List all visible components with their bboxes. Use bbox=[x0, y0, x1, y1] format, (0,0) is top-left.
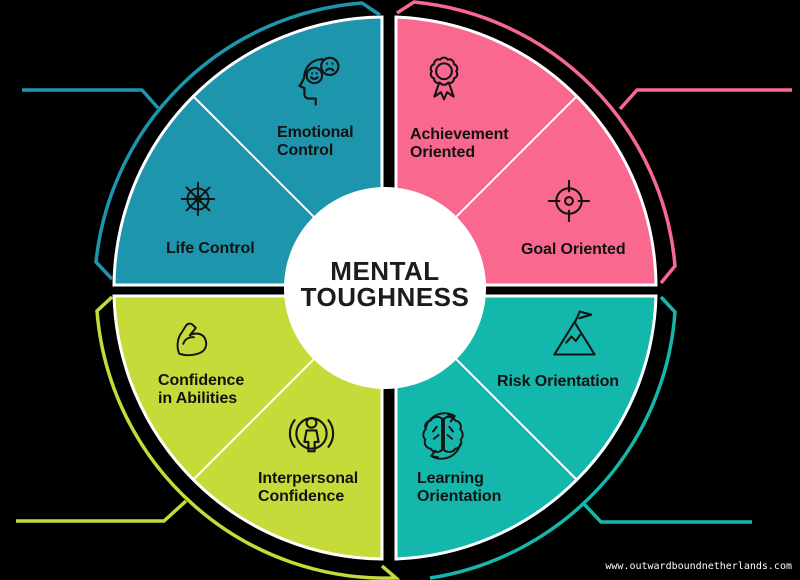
corner-line-top-right bbox=[618, 88, 792, 111]
label-learning-orientation: Learning Orientation bbox=[417, 470, 502, 505]
outer-arc-top-left bbox=[94, 1, 381, 281]
person-in-circle-icon bbox=[288, 416, 335, 453]
flexed-bicep-icon bbox=[176, 322, 208, 357]
outer-arc-bottom-left bbox=[95, 295, 401, 580]
label-life-control: Life Control bbox=[166, 240, 255, 257]
mountain-flag-icon bbox=[553, 310, 596, 356]
award-ribbon-icon bbox=[429, 56, 459, 101]
label-achievement-oriented: Achievement Oriented bbox=[410, 126, 509, 161]
corner-line-top-left bbox=[22, 88, 160, 110]
head-emotions-icon bbox=[298, 56, 340, 106]
outer-arc-bottom-right bbox=[429, 295, 677, 580]
label-confidence-in-abilities: Confidence in Abilities bbox=[158, 372, 245, 407]
center-circle bbox=[284, 187, 486, 389]
ship-wheel-icon bbox=[180, 181, 216, 217]
quadrant-top-right bbox=[394, 15, 658, 287]
label-emotional-control: Emotional Control bbox=[277, 124, 354, 159]
label-interpersonal-confidence: Interpersonal Confidence bbox=[258, 470, 359, 505]
quadrant-bottom-right bbox=[394, 294, 658, 561]
quadrant-bottom-left bbox=[112, 294, 384, 561]
center-title: MENTAL TOUGHNESS bbox=[300, 256, 470, 312]
watermark-url: www.outwardboundnetherlands.com bbox=[605, 561, 792, 572]
brain-refresh-icon bbox=[422, 412, 464, 460]
outer-arc-top-right bbox=[396, 0, 677, 285]
label-risk-orientation: Risk Orientation bbox=[497, 373, 619, 390]
label-goal-oriented: Goal Oriented bbox=[521, 241, 626, 258]
target-icon bbox=[547, 179, 591, 223]
corner-line-bottom-right bbox=[582, 502, 752, 524]
corner-line-bottom-left bbox=[16, 499, 188, 523]
